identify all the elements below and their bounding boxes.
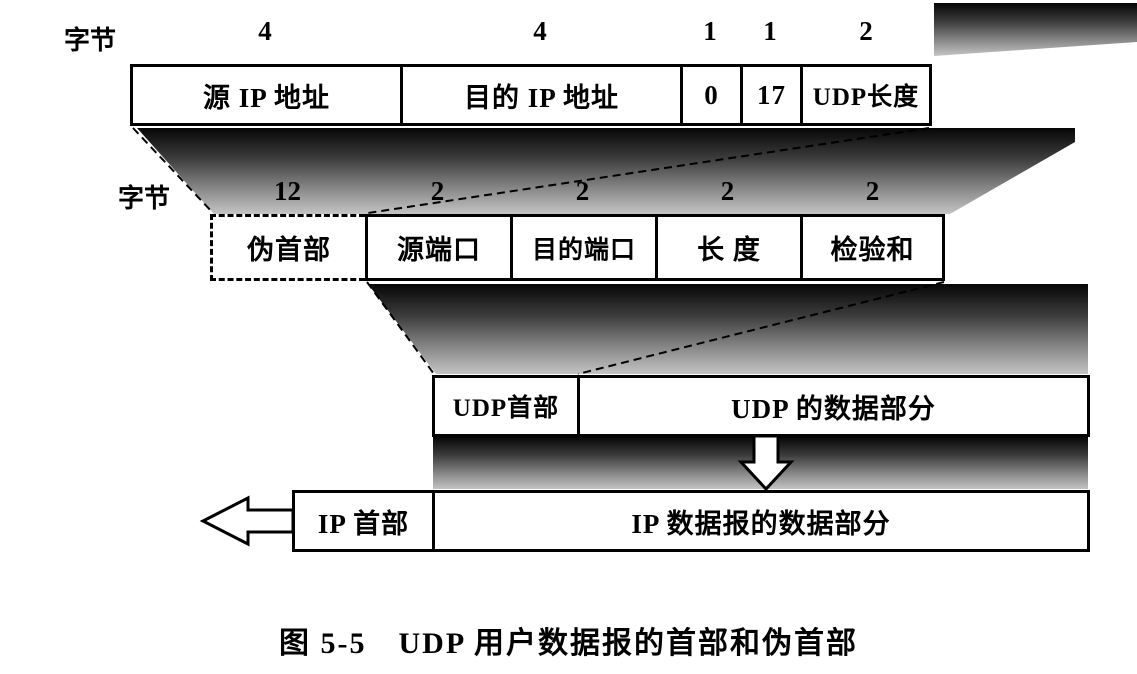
- byte-count: 4: [533, 16, 547, 46]
- field-length: 长 度: [655, 214, 800, 281]
- field-zero: 0: [680, 64, 740, 126]
- byte-count: 2: [575, 176, 590, 206]
- shadow-band-top-right: [934, 3, 1137, 56]
- byte-count: 1: [703, 16, 717, 46]
- ip-header-box: IP 首部: [292, 490, 432, 552]
- byte-count: 2: [720, 176, 735, 206]
- field-protocol-17: 17: [740, 64, 800, 126]
- field-dest-ip: 目的 IP 地址: [400, 64, 680, 126]
- figure-caption: 图 5-5 UDP 用户数据报的首部和伪首部: [279, 627, 858, 660]
- udp-data-box: UDP 的数据部分: [577, 375, 1090, 437]
- shadow-udpheader-expansion: [368, 284, 1088, 374]
- dashed-line-pseudoheader-left: [132, 127, 214, 214]
- dashed-line-udpheader-right: [577, 281, 945, 375]
- field-source-ip: 源 IP 地址: [130, 64, 400, 126]
- byte-count: 4: [258, 16, 272, 46]
- byte-count: 2: [430, 176, 445, 206]
- down-arrow-icon: [737, 434, 795, 492]
- byte-count: 2: [865, 176, 880, 206]
- field-pseudo-header: 伪首部: [210, 214, 365, 281]
- byte-count: 1: [763, 16, 777, 46]
- field-udp-length: UDP长度: [800, 64, 932, 126]
- byte-unit-label-row1: 字节: [64, 26, 117, 55]
- field-source-port: 源端口: [365, 214, 510, 281]
- field-checksum: 检验和: [800, 214, 945, 281]
- byte-count: 12: [274, 176, 301, 206]
- dashed-line-udpheader-left: [366, 281, 435, 375]
- dashed-line-pseudoheader-right: [367, 127, 930, 214]
- byte-count: 2: [859, 16, 873, 46]
- byte-unit-label-row2: 字节: [118, 184, 171, 213]
- shadow-pseudoheader-expansion: [137, 128, 1075, 214]
- udp-header-box: UDP首部: [432, 375, 577, 437]
- ip-data-box: IP 数据报的数据部分: [432, 490, 1090, 552]
- field-dest-port: 目的端口: [510, 214, 655, 281]
- left-arrow-icon: [199, 495, 295, 547]
